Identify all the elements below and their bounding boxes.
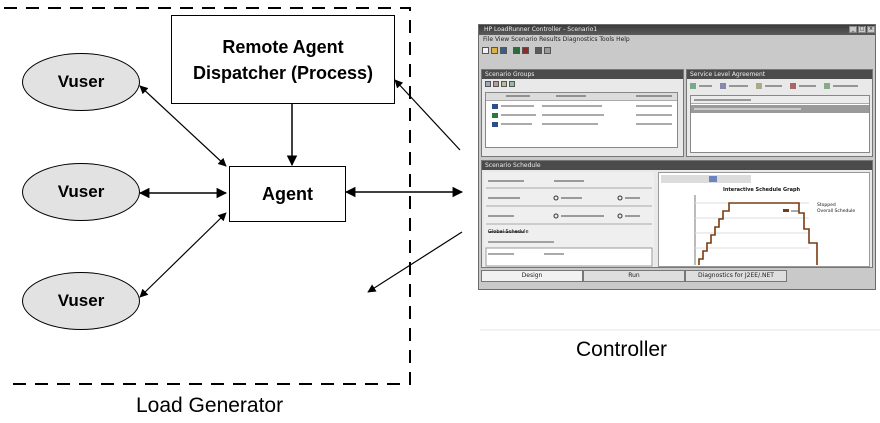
sla-text-lines xyxy=(694,99,801,110)
controller-menu-items[interactable]: File View Scenario Results Diagnostics T… xyxy=(483,36,630,43)
controller-menu-bar[interactable]: File View Scenario Results Diagnostics T… xyxy=(479,35,875,44)
vuser-3: Vuser xyxy=(22,272,140,330)
tab-design-label: Design xyxy=(521,272,543,279)
agent-label: Agent xyxy=(262,183,313,204)
dispatcher-label-line1: Remote Agent xyxy=(222,36,344,57)
table-row[interactable] xyxy=(486,93,677,101)
maximize-icon[interactable]: □ xyxy=(858,26,866,33)
controller-to-loadgen-arrow xyxy=(367,231,463,293)
schedule-graph xyxy=(661,175,818,265)
settings-icon[interactable] xyxy=(544,47,551,54)
new-icon[interactable] xyxy=(482,47,489,54)
sla-list[interactable] xyxy=(690,95,870,153)
controller-title-bar: HP LoadRunner Controller - Scenario1 xyxy=(479,25,875,35)
save-icon[interactable] xyxy=(500,47,507,54)
open-icon[interactable] xyxy=(491,47,498,54)
details-icon[interactable] xyxy=(509,81,515,87)
controller-screenshot: HP LoadRunner Controller - Scenario1 _ □… xyxy=(478,24,876,290)
vuser-2: Vuser xyxy=(22,163,140,221)
remote-agent-dispatcher: Remote Agent Dispatcher (Process) xyxy=(171,15,395,104)
service-level-agreement-panel: Service Level Agreement xyxy=(686,69,873,157)
load-generator-caption: Load Generator xyxy=(136,394,284,417)
scenario-schedule-header: Scenario Schedule xyxy=(482,161,872,170)
sla-header: Service Level Agreement xyxy=(687,70,872,79)
controller-toolbar xyxy=(479,45,875,56)
vuser3-agent-arrow xyxy=(139,212,227,298)
schedule-settings-lines xyxy=(485,180,653,267)
close-icon[interactable]: × xyxy=(867,26,875,33)
stop-icon[interactable] xyxy=(522,47,529,54)
tab-run[interactable]: Run xyxy=(583,270,685,282)
dispatcher-label-line2: Dispatcher (Process) xyxy=(192,62,374,83)
controller-tab-bar: Design Run Diagnostics for J2EE/.NET xyxy=(481,270,872,282)
tab-run-label: Run xyxy=(628,272,640,279)
add-group-icon[interactable] xyxy=(485,81,491,87)
tab-design[interactable]: Design xyxy=(481,270,583,282)
scenario-schedule-panel: Scenario Schedule Glo xyxy=(481,160,873,268)
vuser-1: Vuser xyxy=(22,53,140,111)
groups-toolbar xyxy=(485,81,565,89)
controller-to-dispatcher-arrow xyxy=(394,79,461,151)
schedule-graph-area: Interactive Schedule Graph Stopped Overa… xyxy=(658,172,870,267)
run-icon[interactable] xyxy=(513,47,520,54)
legend-stopped: Stopped xyxy=(817,203,836,208)
vuser-label: Vuser xyxy=(57,182,105,201)
controller-caption: Controller xyxy=(576,338,668,361)
scenario-groups-title: Scenario Groups xyxy=(485,71,535,78)
schedule-graph-title: Interactive Schedule Graph xyxy=(723,187,801,193)
vuser-label: Vuser xyxy=(57,72,105,91)
sla-toolbar xyxy=(690,83,858,89)
global-schedule-title: Global Schedule xyxy=(488,229,529,235)
edit-group-icon[interactable] xyxy=(501,81,507,87)
tab-diagnostics[interactable]: Diagnostics for J2EE/.NET xyxy=(685,270,787,282)
sla-title: Service Level Agreement xyxy=(690,71,766,78)
remove-group-icon[interactable] xyxy=(493,81,499,87)
scenario-schedule-title: Scenario Schedule xyxy=(485,162,541,169)
schedule-line xyxy=(698,202,818,265)
minimize-icon[interactable]: _ xyxy=(849,26,857,33)
tab-diagnostics-label: Diagnostics for J2EE/.NET xyxy=(698,272,774,279)
scenario-groups-header: Scenario Groups xyxy=(482,70,683,79)
schedule-settings: Global Schedule xyxy=(484,172,654,267)
list-item[interactable] xyxy=(691,96,869,104)
controller-window-title: HP LoadRunner Controller - Scenario1 xyxy=(484,26,598,33)
vuser-label: Vuser xyxy=(57,291,105,310)
scenario-groups-panel: Scenario Groups xyxy=(481,69,684,157)
groups-grid-lines xyxy=(492,95,672,127)
legend-overall-schedule: Overall Schedule xyxy=(817,209,856,214)
chart-icon[interactable] xyxy=(535,47,542,54)
vuser1-agent-arrow xyxy=(139,85,227,167)
groups-grid[interactable] xyxy=(485,92,678,148)
agent-box: Agent xyxy=(229,166,346,222)
